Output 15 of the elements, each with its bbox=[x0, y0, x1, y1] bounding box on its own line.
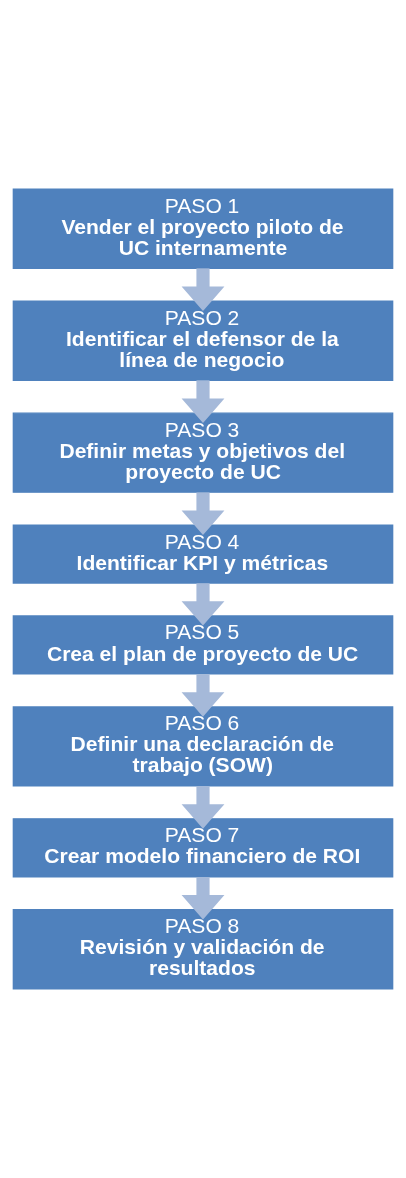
node-box: PASO 7 Crear modelo financiero de ROI bbox=[12, 818, 394, 878]
arrow bbox=[181, 380, 225, 423]
node-box: PASO 5 Crea el plan de proyecto de UC bbox=[12, 615, 394, 675]
node-box: PASO 4 Identificar KPI y métricas bbox=[12, 524, 394, 584]
arrow bbox=[181, 583, 225, 626]
arrow bbox=[181, 786, 225, 829]
node-box: PASO 8 Revisión y validación de resultados bbox=[12, 909, 394, 990]
node-box: PASO 2 Identificar el defensor de la línea de negocio bbox=[12, 300, 394, 381]
node-box: PASO 6 Definir una declaración de trabajo (SOW) bbox=[12, 706, 394, 787]
node-box: PASO 3 Definir metas y objetivos del proyecto de UC bbox=[12, 412, 394, 493]
arrow bbox=[181, 674, 225, 717]
arrow bbox=[181, 492, 225, 535]
node-box: PASO 1 Vender el proyecto piloto de UC internamente bbox=[12, 188, 394, 269]
arrow bbox=[181, 268, 225, 312]
arrow bbox=[181, 877, 225, 920]
